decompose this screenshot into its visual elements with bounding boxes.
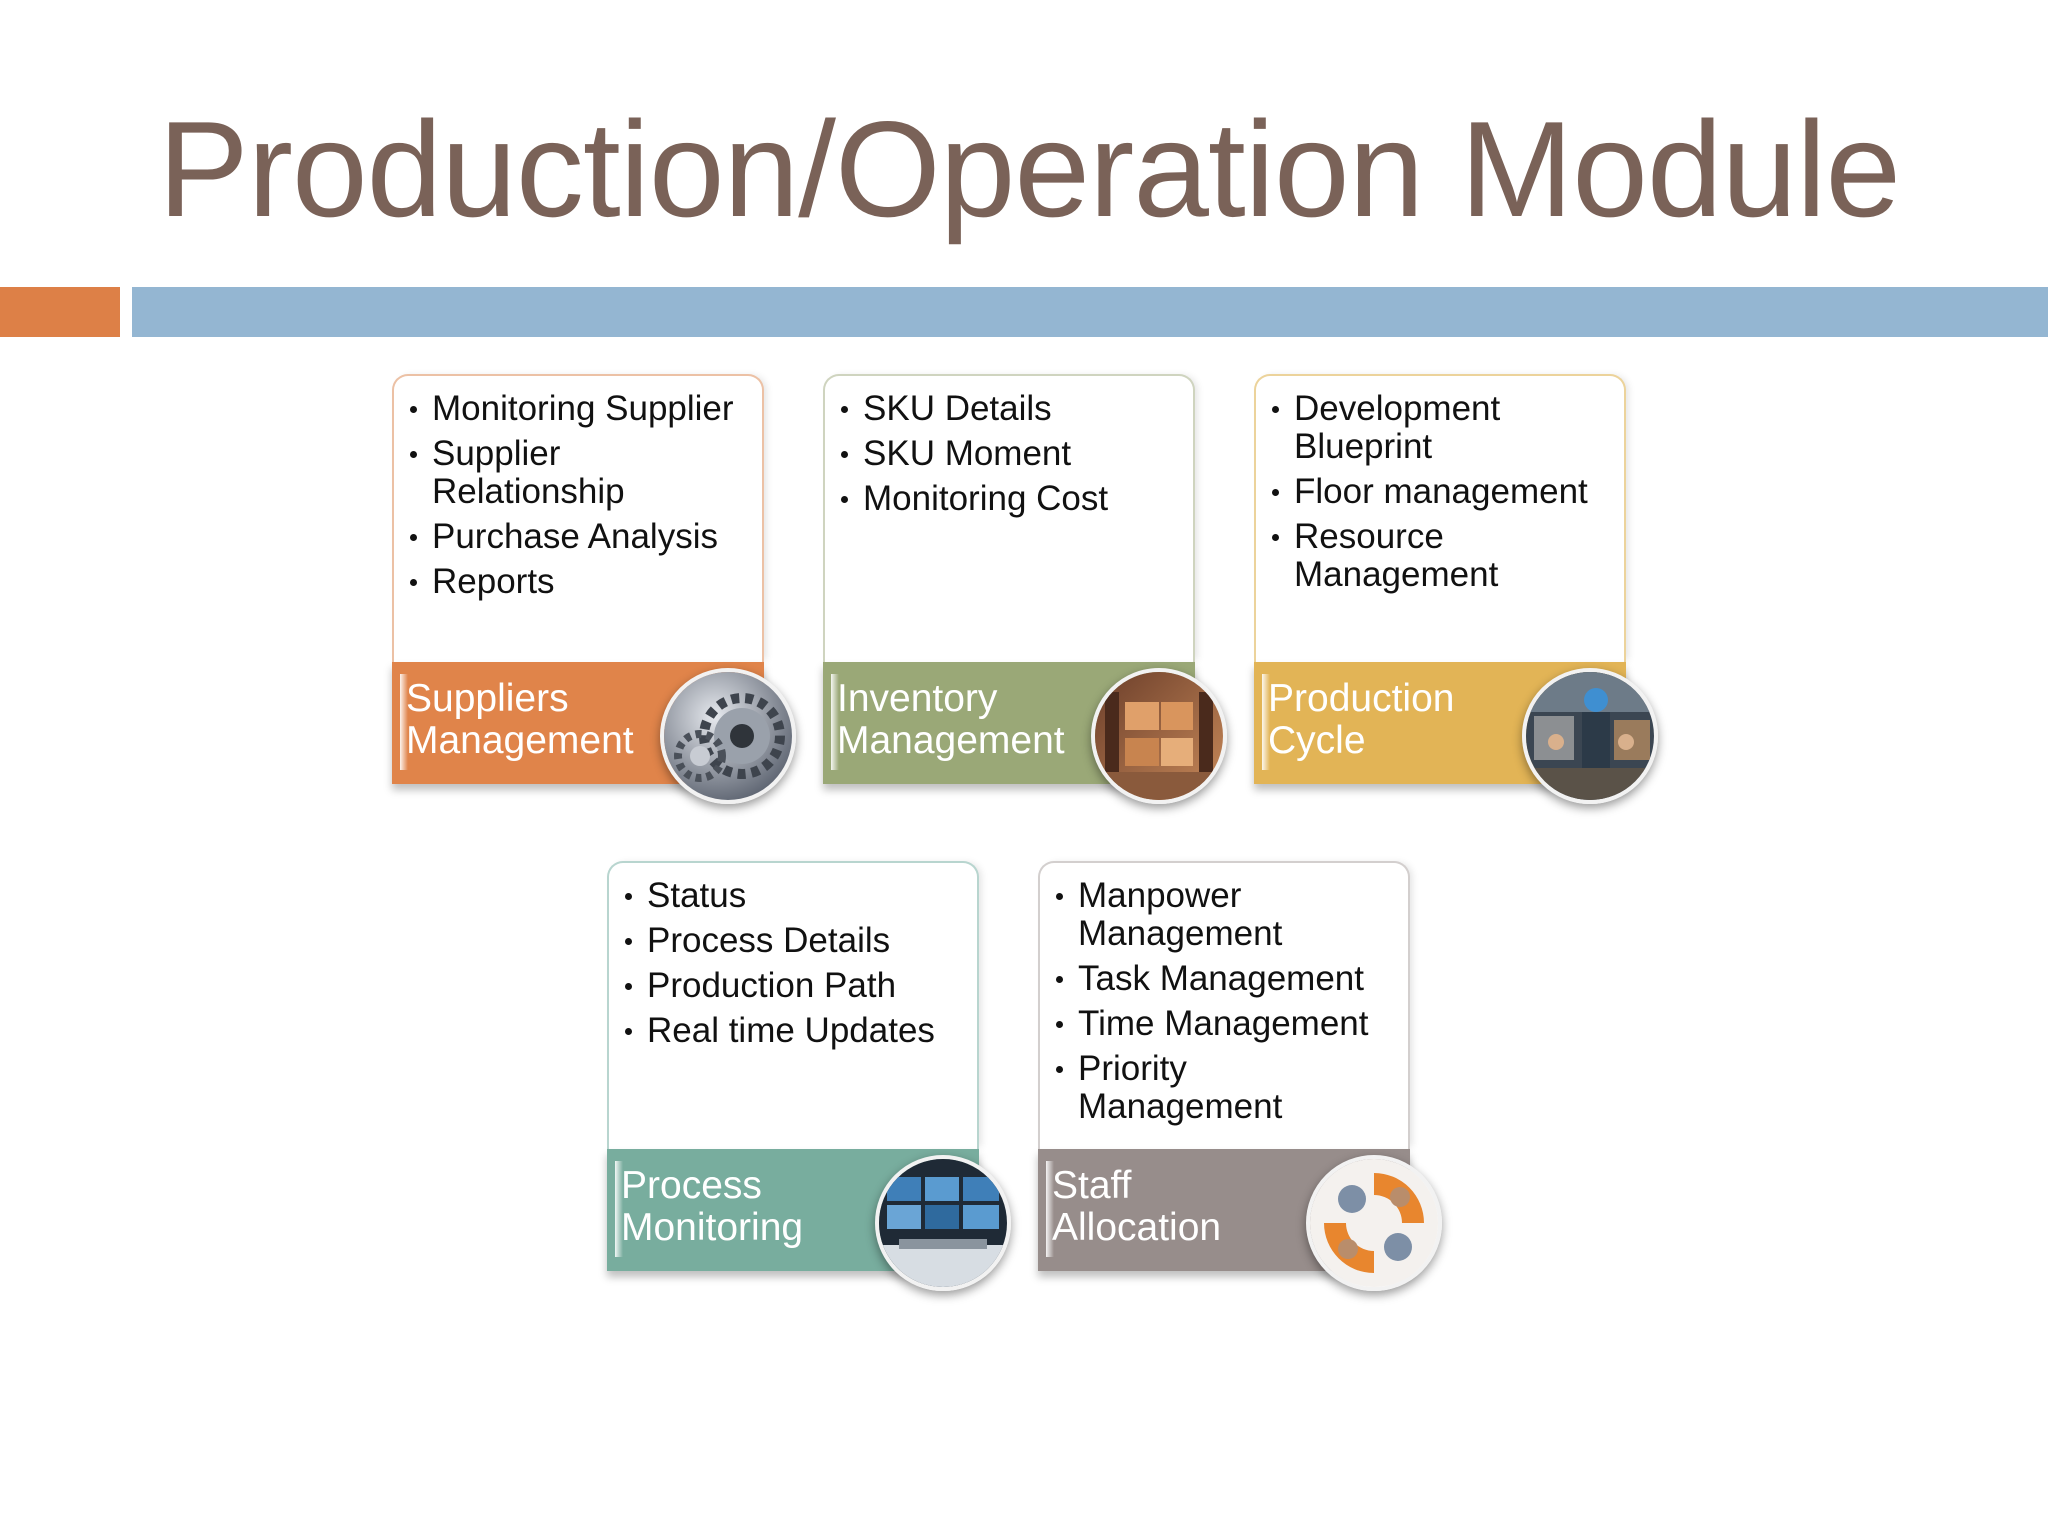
module-bullet: Monitoring Supplier: [408, 390, 754, 428]
module-bullet-list: Manpower Management Task Management Time…: [1040, 863, 1408, 1126]
module-title-line: Staff: [1052, 1164, 1132, 1207]
module-bullet: Supplier Relationship: [408, 435, 754, 511]
module-card-inventory-management: SKU Details SKU Moment Monitoring Cost I…: [823, 374, 1227, 804]
module-bullet: Priority Management: [1054, 1050, 1400, 1126]
module-bullet: Development Blueprint: [1270, 390, 1616, 466]
module-title-line: Allocation: [1052, 1206, 1222, 1249]
slide-title: Production/Operation Module: [158, 93, 1901, 245]
team-photo-icon: [1306, 1155, 1442, 1291]
factory-floor-photo-icon: [1522, 668, 1658, 804]
module-details-panel: SKU Details SKU Moment Monitoring Cost: [823, 374, 1195, 662]
title-accent-bar: [0, 287, 120, 337]
warehouse-photo-icon: [1091, 668, 1227, 804]
module-bullet: Real time Updates: [623, 1012, 969, 1050]
module-details-panel: Monitoring Supplier Supplier Relationshi…: [392, 374, 764, 662]
module-bullet-list: Monitoring Supplier Supplier Relationshi…: [394, 376, 762, 601]
module-bullet: Task Management: [1054, 960, 1400, 998]
module-card-production-cycle: Development Blueprint Floor management R…: [1254, 374, 1658, 804]
module-bullet: Reports: [408, 563, 754, 601]
module-bullet: SKU Moment: [839, 435, 1185, 473]
module-title-line: Management: [406, 719, 634, 762]
module-title-line: Process: [621, 1164, 762, 1207]
module-bullet: Purchase Analysis: [408, 518, 754, 556]
module-bullet: Status: [623, 877, 969, 915]
gears-photo-icon: [660, 668, 796, 804]
module-bullet-list: SKU Details SKU Moment Monitoring Cost: [825, 376, 1193, 518]
module-bullet: Monitoring Cost: [839, 480, 1185, 518]
module-card-staff-allocation: Manpower Management Task Management Time…: [1038, 861, 1442, 1291]
module-bullet: Process Details: [623, 922, 969, 960]
module-title-line: Monitoring: [621, 1206, 804, 1249]
module-bullet: Floor management: [1270, 473, 1616, 511]
module-bullet: Time Management: [1054, 1005, 1400, 1043]
title-divider-bar: [132, 287, 2048, 337]
module-bullet-list: Development Blueprint Floor management R…: [1256, 376, 1624, 594]
module-title-line: Inventory: [837, 677, 998, 720]
module-title-line: Production: [1268, 677, 1455, 720]
module-bullet: Production Path: [623, 967, 969, 1005]
module-details-panel: Status Process Details Production Path R…: [607, 861, 979, 1149]
module-card-process-monitoring: Status Process Details Production Path R…: [607, 861, 1011, 1291]
module-title-line: Management: [837, 719, 1065, 762]
control-room-photo-icon: [875, 1155, 1011, 1291]
module-bullet: SKU Details: [839, 390, 1185, 428]
module-bullet: Resource Management: [1270, 518, 1616, 594]
module-title-line: Cycle: [1268, 719, 1366, 762]
module-title-line: Suppliers: [406, 677, 569, 720]
module-details-panel: Manpower Management Task Management Time…: [1038, 861, 1410, 1149]
module-bullet: Manpower Management: [1054, 877, 1400, 953]
module-details-panel: Development Blueprint Floor management R…: [1254, 374, 1626, 662]
module-bullet-list: Status Process Details Production Path R…: [609, 863, 977, 1050]
module-card-suppliers-management: Monitoring Supplier Supplier Relationshi…: [392, 374, 796, 804]
